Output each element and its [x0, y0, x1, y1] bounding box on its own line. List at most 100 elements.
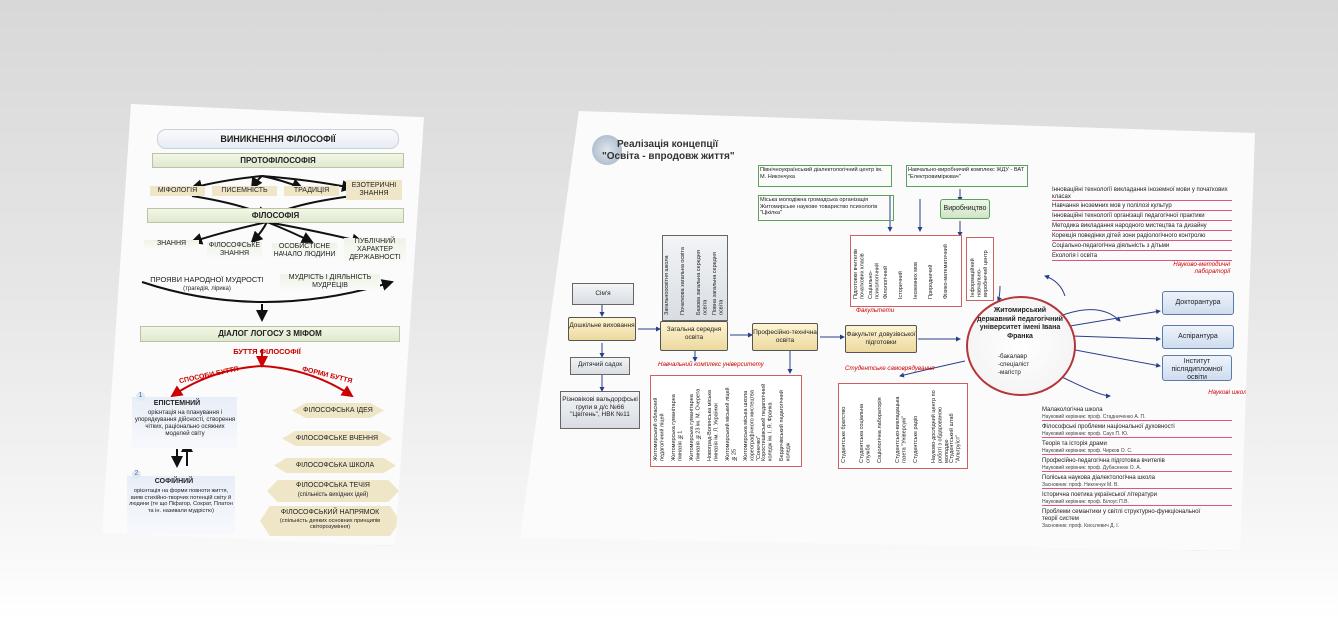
complex-label: Навчальний комплекс університету [658, 361, 764, 368]
selfgov-col-3: Студентсько-викладацька газета "Універсу… [895, 396, 908, 463]
general-secondary-box: Загальна середня освіта [660, 321, 728, 351]
concept-poster: Реалізація концепції "Освіта - впродовж … [520, 111, 1255, 551]
school-group [662, 235, 728, 321]
title-graphic [592, 135, 622, 165]
production-box: Виробництво [940, 199, 990, 219]
phil-item-personal: ОСОБИСТІСНЕ НАЧАЛО ЛЮДИНИ [272, 243, 337, 259]
lab-4: Корекція поведінки дітей зони радіологіч… [1052, 233, 1232, 241]
waldorf-box: Різновікові вальдорфські групи в д/с №66… [560, 391, 640, 429]
school-col-0: Загальноосвітня школа [664, 255, 670, 315]
left-title: ВИНИКНЕННЯ ФІЛОСОФІЇ [157, 129, 399, 149]
complex-col-4: Житомирський міський ліцей №25 [725, 387, 738, 461]
philosophy-poster: ВИНИКНЕННЯ ФІЛОСОФІЇ ПРОТОФІЛОСОФІЯ МІФО… [102, 104, 424, 546]
preschool-box: Дошкільне виховання [568, 317, 636, 341]
selfgov-col-1: Студентська соціальна служба [859, 403, 872, 463]
school-6-head: Засновник: проф. Кисєлевич Д. І. [1042, 523, 1120, 529]
form-teaching: ФІЛОСОФСЬКЕ ВЧЕННЯ [282, 431, 392, 446]
sophia-panel [127, 476, 235, 534]
proto-bar: ПРОТОФІЛОСОФІЯ [152, 153, 404, 168]
school-col-1: Початкова загальна освіта [680, 247, 686, 315]
phil-item-phil-knowledge: ФІЛОСОФСЬКЕ ЗНАННЯ [207, 242, 262, 258]
school-2-head: Науковий керівник: проф. Чирков О. С. [1042, 448, 1232, 455]
university-name: Житомирський державний педагогічний унів… [977, 307, 1063, 340]
selfgov-col-2: Соціологічна лабораторія [877, 397, 883, 463]
philosophy-bar: ФІЛОСОФІЯ [147, 208, 404, 223]
form-stream: ФІЛОСОФСЬКА ТЕЧІЯ [296, 482, 370, 489]
school-col-2: Базова загальна середня освіта [696, 250, 709, 315]
being-of-philosophy: БУТТЯ ФІЛОСОФІЇ [233, 347, 301, 356]
sophia-number: 2 [132, 470, 141, 479]
school-6-name: Проблеми семантики у світлі структурно-ф… [1042, 509, 1201, 522]
university-circle [966, 296, 1076, 396]
degree-specialist: -спеціаліст [998, 361, 1030, 368]
epistemic-panel [132, 397, 237, 449]
school-col-3: Повна загальна середня освіта [712, 252, 725, 315]
proto-item-writing: ПИСЕМНІСТЬ [212, 186, 277, 196]
selfgov-label: Студентське самоврядування [845, 365, 935, 372]
lab-1: Навчання іноземних мов у полілозі культу… [1052, 203, 1232, 211]
labs-group: Інноваційні технології викладання інозем… [1048, 185, 1238, 277]
right-poster-arrows [599, 189, 1161, 399]
epistemic-number: 1 [136, 392, 145, 401]
folk-wisdom: ПРОЯВИ НАРОДНОЇ МУДРОСТІ [150, 275, 264, 284]
selfgov-group: Студентське братство Студентська соціаль… [838, 383, 968, 469]
faculty-philology: Філологічний [883, 265, 889, 299]
preuniv-box: Факультет довузівської підготовки [845, 325, 917, 353]
selfgov-col-6: Студентський штаб "Альтруїст" [949, 413, 962, 463]
school-3-name: Професійно-педагогічна підготовка вчител… [1042, 458, 1165, 464]
schools-group: Малакологічна школа Науковий керівник: п… [1038, 407, 1238, 537]
proto-item-esoteric: ЕЗОТЕРИЧНІ ЗНАННЯ [346, 180, 402, 200]
top-box-dialectology: Північноукраїнський діалектологічний цен… [758, 165, 892, 187]
form-idea: ФІЛОСОФСЬКА ІДЕЯ [292, 403, 384, 418]
complex-col-3: Новоград-Волинська міська гімназія ім. Л… [707, 390, 720, 461]
phil-item-public: ПУБЛІЧНИЙ ХАРАКТЕР ДЕРЖАВНОСТІ [344, 238, 406, 262]
selfgov-col-4: Студентське радіо [913, 415, 919, 463]
postgraduate-box: Аспірантура [1162, 325, 1234, 349]
school-5-head: Науковий керівник: проф. Білоус П.В. [1042, 499, 1232, 506]
lab-3: Методика викладання народного мистецтва … [1052, 223, 1232, 231]
faculty-natural: Природничий [928, 264, 934, 299]
proto-item-myth: МІФОЛОГІЯ [150, 186, 205, 196]
faculty-history: Історичний [898, 271, 904, 299]
phil-item-knowledge: ЗНАННЯ [144, 240, 199, 248]
form-direction: ФІЛОСОФСЬКИЙ НАПРЯМОК [280, 509, 380, 516]
school-2-name: Теорія та історія драми [1042, 441, 1107, 447]
faculty-teachers: Підготовки вчителів початкових класів [853, 249, 866, 299]
faculty-psych: Соціально-психологічний [868, 262, 881, 299]
school-4-head: Засновник: проф. Никончук М. В. [1042, 482, 1232, 489]
lab-0: Інноваційні технології викладання інозем… [1052, 187, 1232, 202]
kindergarten-box: Дитячий садок [570, 357, 630, 375]
school-1-name: Філософські проблеми національної духовн… [1042, 424, 1175, 430]
labs-label: Науково-методичні лабораторії [1173, 261, 1230, 275]
form-stream-sub: (спільність вихідних ідей) [297, 492, 369, 498]
school-4-name: Поліська наукова діалектологічна школа [1042, 475, 1155, 481]
sophia-text: орієнтація на форми повноти життя, вияв … [129, 488, 233, 514]
school-0-head: Науковий керівник: проф. Стадниченко А. … [1042, 414, 1232, 421]
epistemic-title: ЕПІСТЕМНИЙ [153, 400, 201, 407]
school-3-head: Науковий керівник: проф. Дубасенюк О. А. [1042, 465, 1232, 472]
selfgov-col-5: Науково-дослідний центр по роботі з обда… [931, 390, 950, 463]
school-0-name: Малакологічна школа [1042, 407, 1103, 413]
complex-col-6: Коростишівський педагогічний коледж ім. … [761, 383, 774, 461]
top-box-complex: Навчально-виробничий комплекс ЖДУ - ВАТ … [906, 165, 1028, 187]
folk-wisdom-sub: (трагедія, лірика) [183, 286, 231, 292]
vocational-box: Професійно-технічна освіта [752, 323, 818, 351]
sages: МУДРІСТЬ І ДІЯЛЬНІСТЬ МУДРЕЦІВ [280, 274, 380, 290]
form-direction-bg [260, 506, 400, 536]
complex-col-1: Житомирська гуманітарна гімназія №1 [671, 394, 684, 461]
epistemic-text: орієнтація на планування і упорядкування… [134, 410, 236, 437]
faculty-physmath: Фізико-математичний [943, 244, 949, 299]
lab-2: Інноваційні технології організації педаг… [1052, 213, 1232, 221]
title-line-1: Реалізація концепції [617, 139, 719, 150]
complex-col-0: Житомирський обласний педагогічний ліцей [653, 397, 666, 461]
proto-item-tradition: ТРАДИЦІЯ [284, 186, 339, 196]
selfgov-col-0: Студентське братство [841, 406, 847, 463]
degree-bachelor: -бакалавр [998, 353, 1027, 360]
complex-col-5: Житомирська міська школа хореографічного… [743, 390, 762, 461]
faculties-group: Підготовки вчителів початкових класів Со… [850, 235, 962, 307]
lab-5: Соціально-педагогічна діяльність з дітьм… [1052, 243, 1232, 251]
doctorate-box: Докторантура [1162, 291, 1234, 315]
faculties-label: Факультети [856, 307, 895, 314]
complex-group: Житомирський обласний педагогічний ліцей… [650, 375, 802, 467]
info-center-label: Інформаційний навчально-виробничий центр [970, 250, 989, 297]
